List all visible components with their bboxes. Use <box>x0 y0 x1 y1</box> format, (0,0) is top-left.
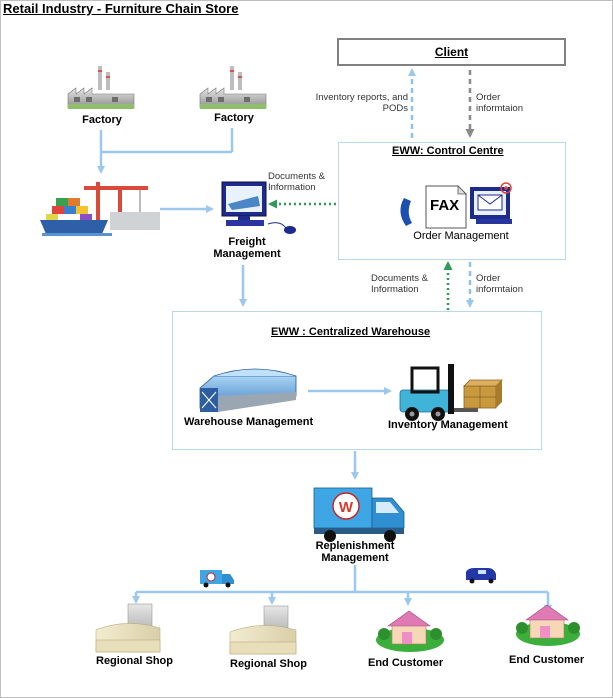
truck-logo: W <box>339 499 354 516</box>
freight-management-label: Freight Management <box>213 236 281 260</box>
fax-icon <box>425 185 467 229</box>
control-centre-title: EWW: Control Centre <box>392 145 504 157</box>
order-info-bottom-label: Order informtaion <box>476 273 523 295</box>
replenishment-management-label: Replenishment Management <box>315 540 395 564</box>
pallet-boxes-icon <box>463 379 503 409</box>
van-icon <box>466 568 496 584</box>
control-centre-panel <box>338 142 566 260</box>
warehouse-panel <box>172 311 542 450</box>
warehouse-title: EWW : Centralized Warehouse <box>271 326 431 338</box>
phone-icon <box>400 198 412 226</box>
end-customer-label: End Customer <box>368 657 444 669</box>
cargo-ship-icon <box>40 182 160 236</box>
house-icon <box>516 604 580 646</box>
inventory-management-label: Inventory Management <box>388 419 508 431</box>
regional-shop-icon <box>95 603 161 653</box>
warehouse-building-icon <box>199 368 297 412</box>
factory-icon <box>199 66 267 109</box>
arrow-factories-to-port <box>97 128 234 174</box>
inventory-reports-label: Inventory reports, and PODs <box>315 92 408 114</box>
house-icon <box>376 610 444 652</box>
delivery-truck-icon <box>313 487 405 542</box>
regional-shop-label: Regional Shop <box>230 658 307 670</box>
warehouse-management-label: Warehouse Management <box>184 416 314 428</box>
regional-shop-label: Regional Shop <box>96 655 173 667</box>
regional-shop-icon <box>229 605 297 655</box>
page-title: Retail Industry - Furniture Chain Store <box>3 1 239 16</box>
computer-icon <box>221 181 296 234</box>
arrow-distribution-tree <box>132 565 552 613</box>
end-customer-label: End Customer <box>509 654 585 666</box>
documents-info-left-label: Documents & Information <box>268 171 326 193</box>
order-info-top-label: Order informtaion <box>476 92 523 114</box>
small-truck-icon <box>200 570 234 588</box>
email-computer-icon <box>470 182 512 224</box>
documents-info-bottom-label: Documents & Information <box>371 273 429 295</box>
fax-label: FAX <box>430 197 459 214</box>
factory-label: Factory <box>82 114 122 126</box>
order-management-label: Order Management <box>413 230 509 242</box>
client-label: Client <box>434 45 469 59</box>
factory-label: Factory <box>214 112 254 124</box>
factory-icon <box>67 66 135 109</box>
client-box: Client <box>337 38 566 66</box>
forklift-icon <box>399 364 478 421</box>
